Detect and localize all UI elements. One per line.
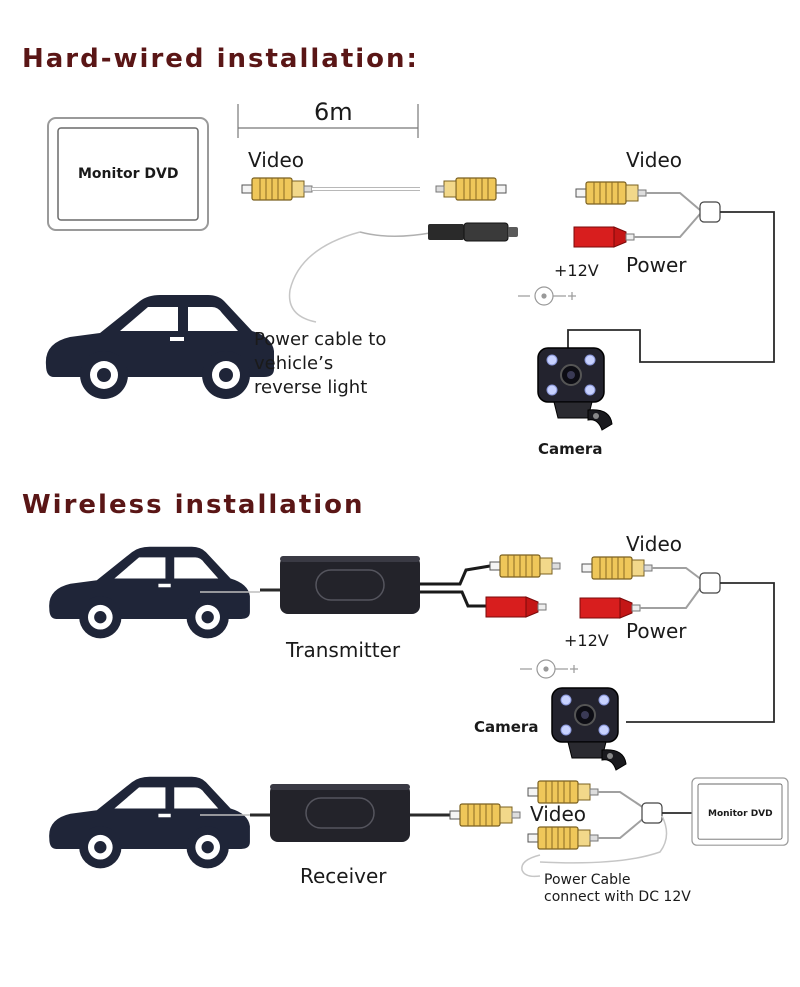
wireless-title: Wireless installation — [22, 490, 365, 520]
dc-note-line-1: Power Cable — [544, 872, 631, 888]
dc-power-note: Power Cable connect with DC 12V — [544, 872, 764, 906]
car-icon — [49, 776, 250, 869]
dc-polarity-icon — [520, 659, 578, 679]
video-label-top: Video — [626, 532, 683, 556]
monitor-label-small: Monitor DVD — [708, 809, 773, 819]
video-label-left: Video — [248, 148, 305, 172]
camera-icon — [537, 347, 613, 431]
power-label-wireless: Power — [626, 619, 687, 643]
video-label-right: Video — [626, 148, 683, 172]
wireless-section — [49, 546, 789, 878]
dc-note-line-2: connect with DC 12V — [544, 889, 691, 905]
camera-label-wireless: Camera — [474, 718, 539, 736]
power-label: Power — [626, 253, 687, 277]
transmitter-label: Transmitter — [286, 638, 401, 662]
car-icon — [45, 295, 274, 399]
video-label-bottom: Video — [530, 802, 587, 826]
receiver-icon — [269, 783, 411, 843]
voltage-label: +12V — [554, 261, 599, 280]
monitor-label: Monitor DVD — [78, 166, 179, 182]
camera-icon — [551, 687, 627, 771]
dc-polarity-icon — [518, 286, 576, 306]
reverse-light-note: Power cable to vehicle’s reverse light — [254, 328, 454, 400]
receiver-label: Receiver — [300, 864, 387, 888]
camera-harness — [567, 181, 775, 363]
reverse-note-line-3: reverse light — [254, 377, 368, 398]
transmitter-icon — [279, 555, 421, 615]
cable-length-label: 6m — [314, 98, 353, 126]
cable-length-dimension — [237, 104, 419, 138]
reverse-note-line-2: vehicle’s — [254, 353, 334, 374]
hardwired-title: Hard-wired installation: — [22, 44, 419, 74]
camera-label: Camera — [538, 440, 603, 458]
hardwired-section — [45, 104, 775, 431]
extension-cable — [241, 177, 518, 323]
reverse-note-line-1: Power cable to — [254, 329, 387, 350]
voltage-label-wireless: +12V — [564, 631, 609, 650]
